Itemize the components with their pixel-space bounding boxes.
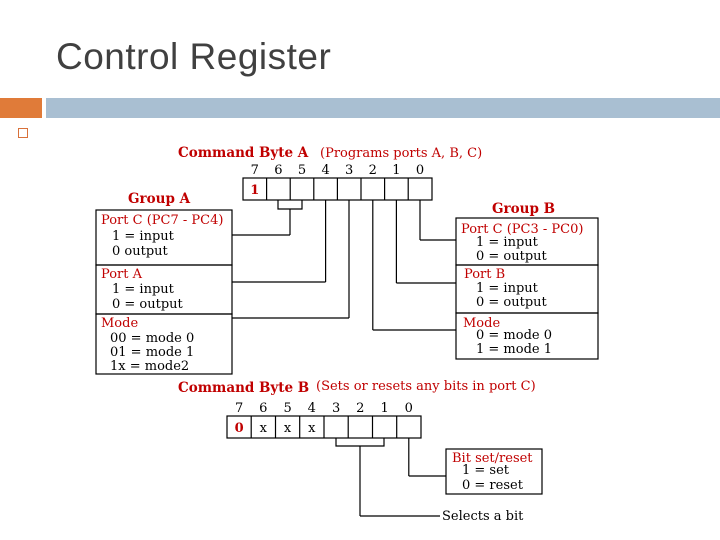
command-byte-b-title: Command Byte B: [178, 380, 309, 396]
command-byte-a-bit7-value: 1: [250, 183, 259, 198]
group-a-mode-line: 01 = mode 1: [110, 345, 194, 360]
title-accent-bar: [0, 98, 42, 118]
group-a-mode-line: 00 = mode 0: [110, 331, 194, 346]
bit-number: 7: [235, 401, 243, 416]
group-b-portb-title: Port B: [464, 267, 505, 282]
group-a-mode-box: [95, 313, 233, 375]
bit-number: 5: [298, 163, 306, 178]
slide-title: Control Register: [56, 36, 332, 77]
group-a-mode-title: Mode: [101, 316, 138, 331]
bit-number: 3: [345, 163, 353, 178]
command-byte-b-bit-value: x: [284, 421, 292, 436]
command-byte-b-subtitle: (Sets or resets any bits in port C): [316, 379, 536, 394]
group-a-mode-line: 1x = mode2: [110, 359, 189, 374]
group-b-label: Group B: [492, 201, 555, 217]
bit-number: 0: [416, 163, 424, 178]
bitset-line: 1 = set: [462, 463, 510, 478]
selects-bit-label: Selects a bit: [442, 509, 524, 524]
group-b-portb-line: 0 = output: [476, 295, 548, 310]
bit-number: 2: [356, 401, 364, 416]
bit-number: 7: [251, 163, 259, 178]
group-b-mode-line: 1 = mode 1: [476, 342, 552, 357]
bit-number: 6: [259, 401, 267, 416]
group-a-porta-line: 0 = output: [112, 297, 184, 312]
command-byte-b-bit-numbers: 7 6 5 4 3 2 1 0: [235, 401, 413, 416]
bit-number: 5: [283, 401, 291, 416]
group-a-portc-line: 1 = input: [112, 229, 175, 244]
bullet-icon: [18, 128, 28, 138]
group-b-portc-line: 1 = input: [476, 235, 539, 250]
command-byte-b-bit7-value: 0: [235, 421, 244, 436]
group-a-label: Group A: [128, 191, 191, 207]
group-b-portb-line: 1 = input: [476, 281, 539, 296]
bit-number: 4: [321, 163, 329, 178]
command-byte-b-bit-value: x: [260, 421, 268, 436]
bit-number: 1: [380, 401, 388, 416]
group-a-portc-title: Port C (PC7 - PC4): [101, 213, 223, 228]
bit-number: 1: [392, 163, 400, 178]
command-byte-a-title: Command Byte A: [178, 145, 309, 161]
bit-number: 6: [274, 163, 282, 178]
bit-number: 4: [308, 401, 316, 416]
group-a-porta-line: 1 = input: [112, 282, 175, 297]
group-a-porta-title: Port A: [101, 267, 143, 282]
group-a-portc-line: 0 output: [112, 244, 169, 259]
bit-number: 0: [405, 401, 413, 416]
bit-number: 3: [332, 401, 340, 416]
bitset-box: [445, 448, 543, 495]
group-b-mode-box: [455, 312, 599, 360]
group-b-mode-line: 0 = mode 0: [476, 328, 552, 343]
title-underline-bar: [46, 98, 720, 118]
group-b-portc-title: Port C (PC3 - PC0): [461, 222, 583, 237]
group-b-portc-line: 0 = output: [476, 249, 548, 264]
bitset-line: 0 = reset: [462, 478, 524, 493]
bitset-title: Bit set/reset: [452, 451, 533, 466]
command-byte-a-bit-numbers: 7 6 5 4 3 2 1 0: [251, 163, 424, 178]
command-byte-b-bit-value: x: [308, 421, 316, 436]
group-b-mode-title: Mode: [463, 316, 500, 331]
bit-number: 2: [369, 163, 377, 178]
command-byte-a-subtitle: (Programs ports A, B, C): [320, 146, 482, 161]
